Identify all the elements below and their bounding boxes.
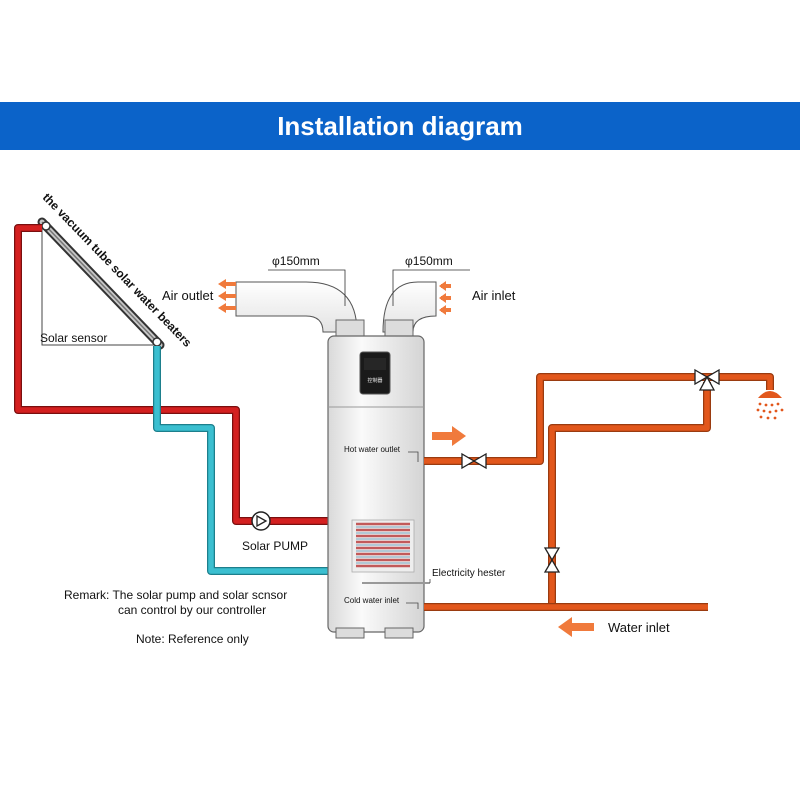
- heating-coil: [351, 519, 415, 573]
- arrow-icon: [439, 305, 451, 315]
- solar-sensor-label: Solar sensor: [40, 331, 107, 345]
- air-outlet-label: Air outlet: [162, 288, 214, 303]
- hot-water-outlet-label: Hot water outlet: [344, 445, 401, 454]
- title-banner: Installation diagram: [0, 102, 800, 150]
- hot-water-flow-arrow: [432, 426, 466, 446]
- valve-icon: [694, 368, 720, 391]
- duct-diameter-left: φ150mm: [272, 254, 320, 268]
- arrow-icon: [218, 303, 236, 313]
- arrow-icon: [439, 281, 451, 291]
- solar-return-pipe: [153, 346, 330, 575]
- page-title: Installation diagram: [277, 110, 523, 141]
- valve-icon: [543, 547, 561, 573]
- arrow-icon: [218, 279, 236, 289]
- duct-diameter-right: φ150mm: [405, 254, 453, 268]
- remark-line-2: can control by our controller: [118, 603, 266, 617]
- air-inlet-label: Air inlet: [472, 288, 516, 303]
- arrow-icon: [439, 293, 451, 303]
- shower-head-icon: [756, 391, 784, 420]
- solar-collector: [37, 217, 165, 350]
- water-inlet-flow-arrow: [558, 617, 594, 637]
- display-text: 控制器: [367, 377, 382, 384]
- remark-line-1: Remark: The solar pump and solar scnsor: [64, 588, 287, 602]
- air-outlet-arrows: [218, 279, 236, 313]
- controller-display: 控制器: [359, 351, 391, 395]
- water-pipes: [424, 373, 774, 611]
- electricity-heater-label: Electricity hester: [432, 568, 506, 579]
- solar-pump-label: Solar PUMP: [242, 539, 308, 553]
- arrow-icon: [218, 291, 236, 301]
- valve-icon: [461, 452, 487, 470]
- air-inlet-arrows: [439, 281, 451, 315]
- cold-water-inlet-label: Cold water inlet: [344, 596, 400, 605]
- note-text: Note: Reference only: [136, 632, 249, 646]
- water-inlet-label: Water inlet: [608, 620, 670, 635]
- pump-icon: [251, 511, 271, 531]
